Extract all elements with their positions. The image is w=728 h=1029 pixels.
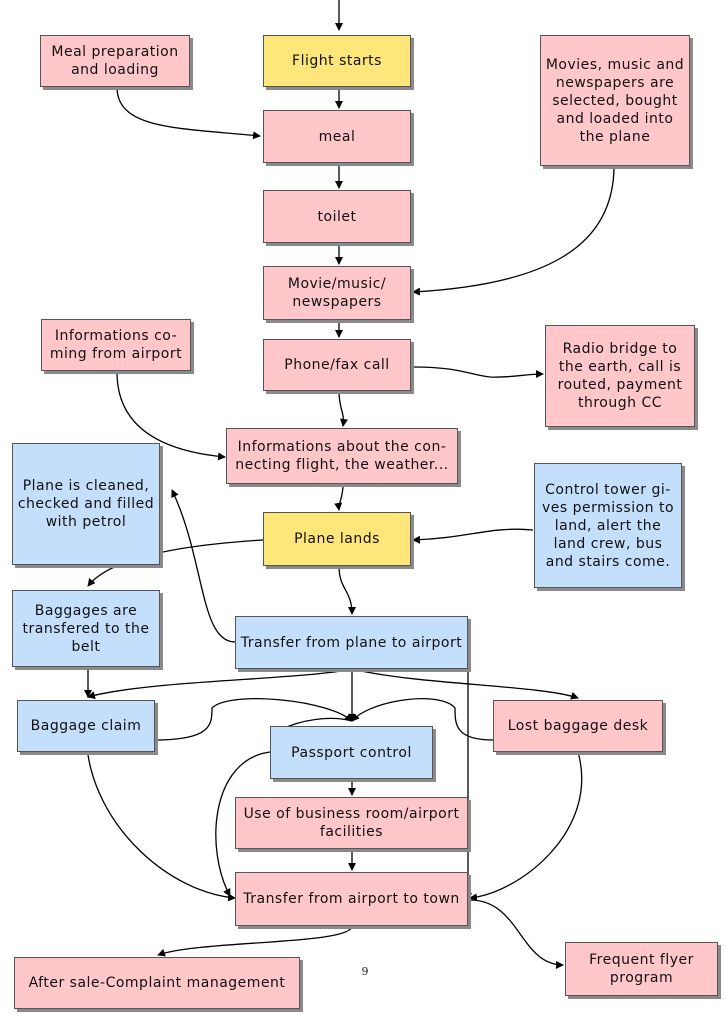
transfer-airport-town-label: Transfer from airport to town <box>243 891 460 907</box>
baggages-transfered-label: Baggages are transfered to the belt <box>22 602 150 655</box>
control-tower-box: Control tower gi- ves permission to land… <box>534 463 682 588</box>
arrow-town-to-after-sale <box>157 925 353 957</box>
arrow-town-to-frequent <box>469 899 564 969</box>
control-tower-label: Control tower gi- ves permission to land… <box>541 481 675 570</box>
plane-lands-box: Plane lands <box>263 512 411 566</box>
lost-baggage-label: Lost baggage desk <box>507 718 649 734</box>
business-room-box: Use of business room/airport facilities <box>235 797 468 849</box>
arrow-transfer-to-claim <box>87 668 353 700</box>
meal-box: meal <box>263 110 411 163</box>
transfer-plane-airport-label: Transfer from plane to airport <box>240 634 463 651</box>
arrow-tower-to-lands <box>412 528 534 544</box>
arrow-claim-to-town <box>87 754 236 902</box>
movie-music-box: Movie/music/ newspapers <box>263 266 411 320</box>
baggages-transfered-box: Baggages are transfered to the belt <box>12 590 160 667</box>
toilet-box: toilet <box>263 190 411 243</box>
plane-cleaned-label: Plane is cleaned, checked and filled wit… <box>17 478 155 530</box>
frequent-flyer-label: Frequent flyer program <box>589 952 694 986</box>
baggage-claim-box: Baggage claim <box>17 700 155 752</box>
movies-selected-box: Movies, music and newspapers are selecte… <box>540 35 690 166</box>
info-connecting-label: Informations about the con- necting flig… <box>235 439 449 473</box>
arrow-lands-to-transfer <box>338 565 356 615</box>
meal-prep-label: Meal preparation and loading <box>51 44 179 78</box>
arrow-transfer-to-cleaned <box>171 489 236 643</box>
arrow-info-to-lands <box>334 483 344 511</box>
phone-fax-label: Phone/fax call <box>284 357 390 373</box>
transfer-airport-town-box: Transfer from airport to town <box>235 872 468 926</box>
info-connecting-box: Informations about the con- necting flig… <box>226 428 458 484</box>
passport-control-label: Passport control <box>291 744 412 761</box>
arrow-lost-to-town <box>469 751 583 902</box>
info-airport-box: Informations co- ming from airport <box>41 319 191 371</box>
flight-starts-label: Flight starts <box>292 53 382 69</box>
plane-lands-label: Plane lands <box>294 531 380 547</box>
page-number: 9 <box>361 965 369 978</box>
after-sale-box: After sale-Complaint management <box>14 957 300 1009</box>
after-sale-label: After sale-Complaint management <box>28 975 286 991</box>
radio-bridge-box: Radio bridge to the earth, call is route… <box>545 325 695 427</box>
business-room-label: Use of business room/airport facilities <box>243 806 460 840</box>
arrow-meal-prep-to-meal <box>116 86 261 140</box>
frequent-flyer-box: Frequent flyer program <box>565 942 718 996</box>
arrow-phone-to-info <box>338 390 348 427</box>
arrow-phone-to-radio <box>412 366 544 379</box>
arrow-transfer-to-lost <box>351 668 579 700</box>
passport-control-box: Passport control <box>270 726 433 779</box>
plane-cleaned-box: Plane is cleaned, checked and filled wit… <box>12 443 160 565</box>
phone-fax-box: Phone/fax call <box>263 339 411 391</box>
baggage-claim-label: Baggage claim <box>30 718 142 734</box>
meal-prep-box: Meal preparation and loading <box>40 35 190 87</box>
flight-starts-box: Flight starts <box>263 35 411 87</box>
info-airport-label: Informations co- ming from airport <box>49 328 183 362</box>
arrow-passport-to-town <box>215 751 271 897</box>
arrow-lost-to-hub <box>351 698 494 741</box>
lost-baggage-box: Lost baggage desk <box>493 700 663 752</box>
radio-bridge-label: Radio bridge to the earth, call is route… <box>557 341 683 411</box>
transfer-plane-airport-box: Transfer from plane to airport <box>235 616 468 669</box>
movies-selected-label: Movies, music and newspapers are selecte… <box>545 56 685 145</box>
arrow-movies-to-movie-music <box>412 165 615 296</box>
arrow-claim-to-hub <box>154 698 353 741</box>
arrow-info-airport-to-info <box>116 371 226 461</box>
movie-music-label: Movie/music/ newspapers <box>287 276 387 310</box>
toilet-label: toilet <box>317 208 357 225</box>
meal-label: meal <box>318 128 356 145</box>
